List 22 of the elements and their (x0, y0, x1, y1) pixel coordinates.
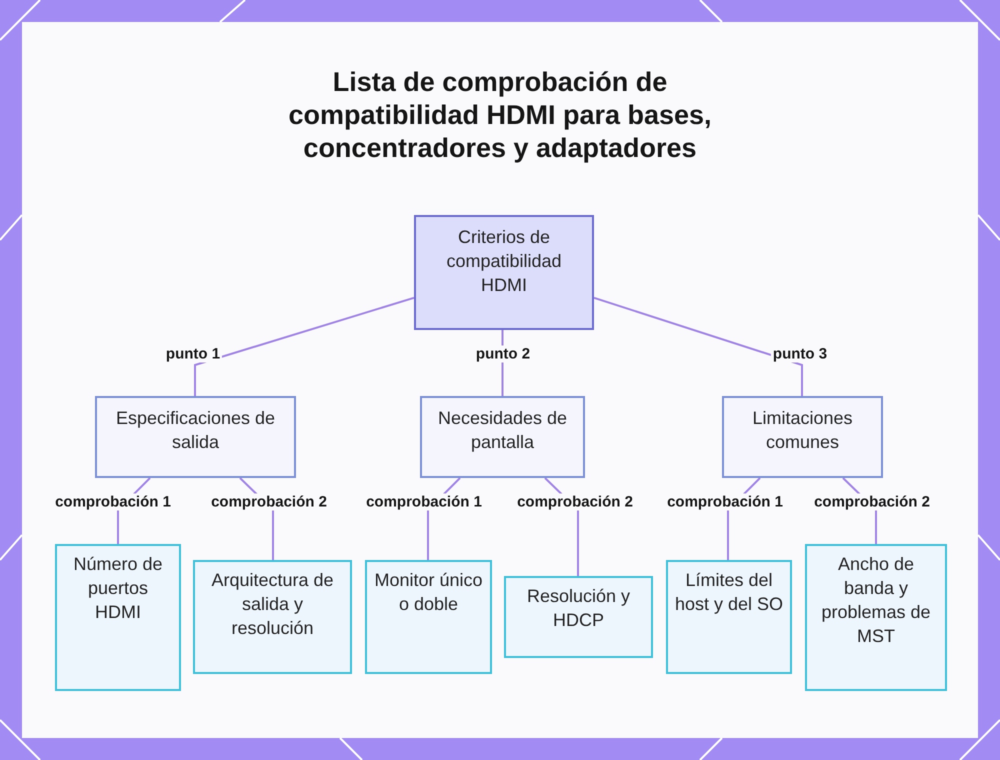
edge-label: comprobación 2 (209, 494, 329, 510)
check-box: Límites del host y del SO (666, 560, 792, 674)
edge-label: comprobación 1 (665, 494, 785, 510)
category-box: Especificaciones de salida (95, 396, 296, 478)
connector-line (194, 296, 414, 396)
check-box: Arquitectura de salida y resolución (193, 560, 352, 674)
edge-label: punto 3 (770, 346, 830, 362)
edge-label: comprobación 2 (812, 494, 932, 510)
check-box: Número de puertos HDMI (55, 544, 181, 691)
edge-label: comprobación 2 (515, 494, 635, 510)
check-box: Monitor único o doble (365, 560, 492, 674)
edge-label: punto 1 (164, 346, 222, 362)
check-box: Ancho de banda y problemas de MST (805, 544, 947, 691)
category-box: Necesidades de pantalla (420, 396, 585, 478)
category-box: Limitaciones comunes (722, 396, 883, 478)
edge-label: punto 2 (474, 346, 532, 362)
connector-line (594, 296, 803, 396)
root-box: Criterios de compatibilidad HDMI (414, 215, 594, 330)
check-box: Resolución y HDCP (504, 576, 653, 658)
edge-label: comprobación 1 (53, 494, 173, 510)
title: Lista de comprobación de compatibilidad HDMI para bases, concentradores y adaptadores (287, 66, 713, 165)
edge-label: comprobación 1 (364, 494, 484, 510)
